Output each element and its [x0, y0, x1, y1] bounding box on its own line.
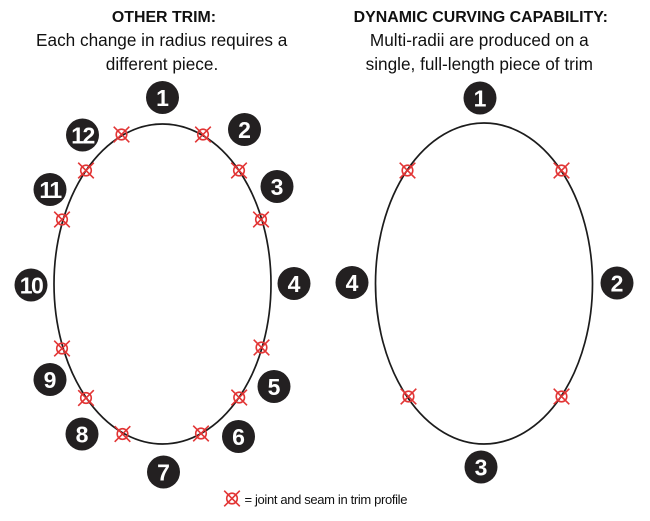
svg-text:7: 7 [157, 459, 170, 485]
svg-text:10: 10 [20, 272, 43, 298]
svg-text:3: 3 [271, 174, 284, 200]
svg-text:5: 5 [268, 374, 281, 400]
svg-text:9: 9 [44, 367, 57, 393]
svg-text:1: 1 [474, 85, 487, 111]
svg-text:12: 12 [71, 122, 94, 148]
svg-text:Each change in radius requires: Each change in radius requires a [36, 30, 288, 50]
svg-text:OTHER TRIM:: OTHER TRIM: [112, 9, 216, 26]
svg-text:2: 2 [611, 270, 624, 296]
svg-text:8: 8 [76, 421, 89, 447]
svg-text:Multi-radii are produced on a: Multi-radii are produced on a [370, 30, 589, 50]
svg-text:1: 1 [156, 85, 169, 111]
svg-text:3: 3 [475, 454, 488, 480]
svg-text:11: 11 [39, 177, 62, 203]
svg-text:single, full-length piece of t: single, full-length piece of trim [366, 54, 593, 74]
svg-text:DYNAMIC CURVING CAPABILITY:: DYNAMIC CURVING CAPABILITY: [354, 9, 608, 26]
svg-text:4: 4 [346, 270, 359, 296]
svg-text:2: 2 [238, 117, 251, 143]
svg-text:4: 4 [288, 271, 301, 297]
svg-text:6: 6 [232, 424, 245, 450]
svg-text:= joint and seam in trim profi: = joint and seam in trim profile [245, 492, 408, 507]
svg-text:different piece.: different piece. [106, 54, 218, 74]
